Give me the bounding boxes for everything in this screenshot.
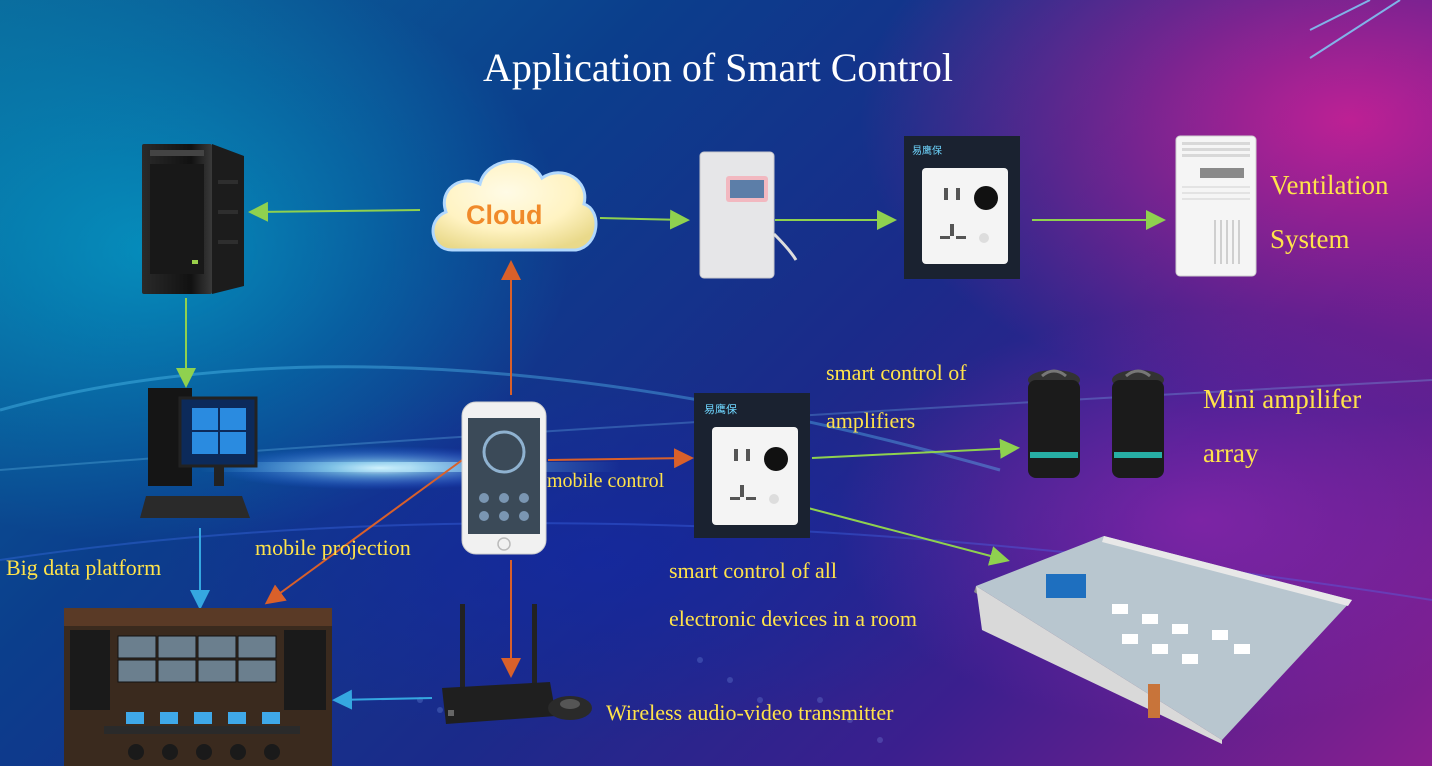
- edge-label-room-line2: electronic devices in a room: [669, 606, 918, 631]
- svg-text:易鹰保: 易鹰保: [912, 144, 942, 157]
- mini-amplifier-array-icon: [1028, 369, 1164, 478]
- big-data-platform-label: Big data platform: [6, 555, 162, 580]
- server-icon: [142, 144, 244, 294]
- smartphone-icon: [461, 401, 547, 555]
- thermostat-sensor-icon: [699, 151, 798, 279]
- svg-text:易鹰保: 易鹰保: [704, 402, 737, 416]
- edge-label-mobile-projection: mobile projection: [255, 535, 411, 560]
- arrow-phone-to-socket: [547, 448, 694, 469]
- arrow-socket-to-amplifiers: [811, 438, 1020, 459]
- arrow-cloud-to-server: [248, 201, 421, 222]
- ventilation-label-line2: System: [1270, 224, 1350, 254]
- smart-socket-control-icon: 易鹰保: [694, 393, 810, 538]
- arrow-socket-to-room: [807, 507, 1010, 566]
- edge-label-amplifiers-line2: amplifiers: [826, 408, 916, 433]
- ventilation-label-line1: Ventilation: [1270, 170, 1389, 200]
- amplifier-label-line2: array: [1203, 438, 1259, 468]
- wireless-transmitter-icon: [442, 604, 592, 724]
- arrow-phone-to-screen: [264, 457, 466, 605]
- cloud-label: Cloud: [466, 200, 543, 230]
- smart-socket-icon: 易鹰保: [904, 136, 1020, 279]
- amplifier-label-line1: Mini ampilifer: [1203, 384, 1362, 414]
- arrow-cloud-to-sensor: [599, 209, 690, 230]
- ventilation-unit-icon: [1175, 135, 1257, 277]
- arrow-transmitter-to-screen: [332, 689, 433, 710]
- control-room-screen-wall-icon: [64, 608, 332, 766]
- desktop-pc-icon: [140, 388, 258, 518]
- edge-label-mobile-control: mobile control: [547, 470, 665, 492]
- smart-room-icon: [974, 536, 1352, 744]
- edge-label-room-line1: smart control of all: [669, 558, 838, 583]
- cloud-icon: [431, 159, 598, 252]
- page-title: Application of Smart Control: [483, 45, 953, 90]
- edge-label-amplifiers-line1: smart control of: [826, 360, 967, 385]
- transmitter-label: Wireless audio-video transmitter: [606, 700, 894, 725]
